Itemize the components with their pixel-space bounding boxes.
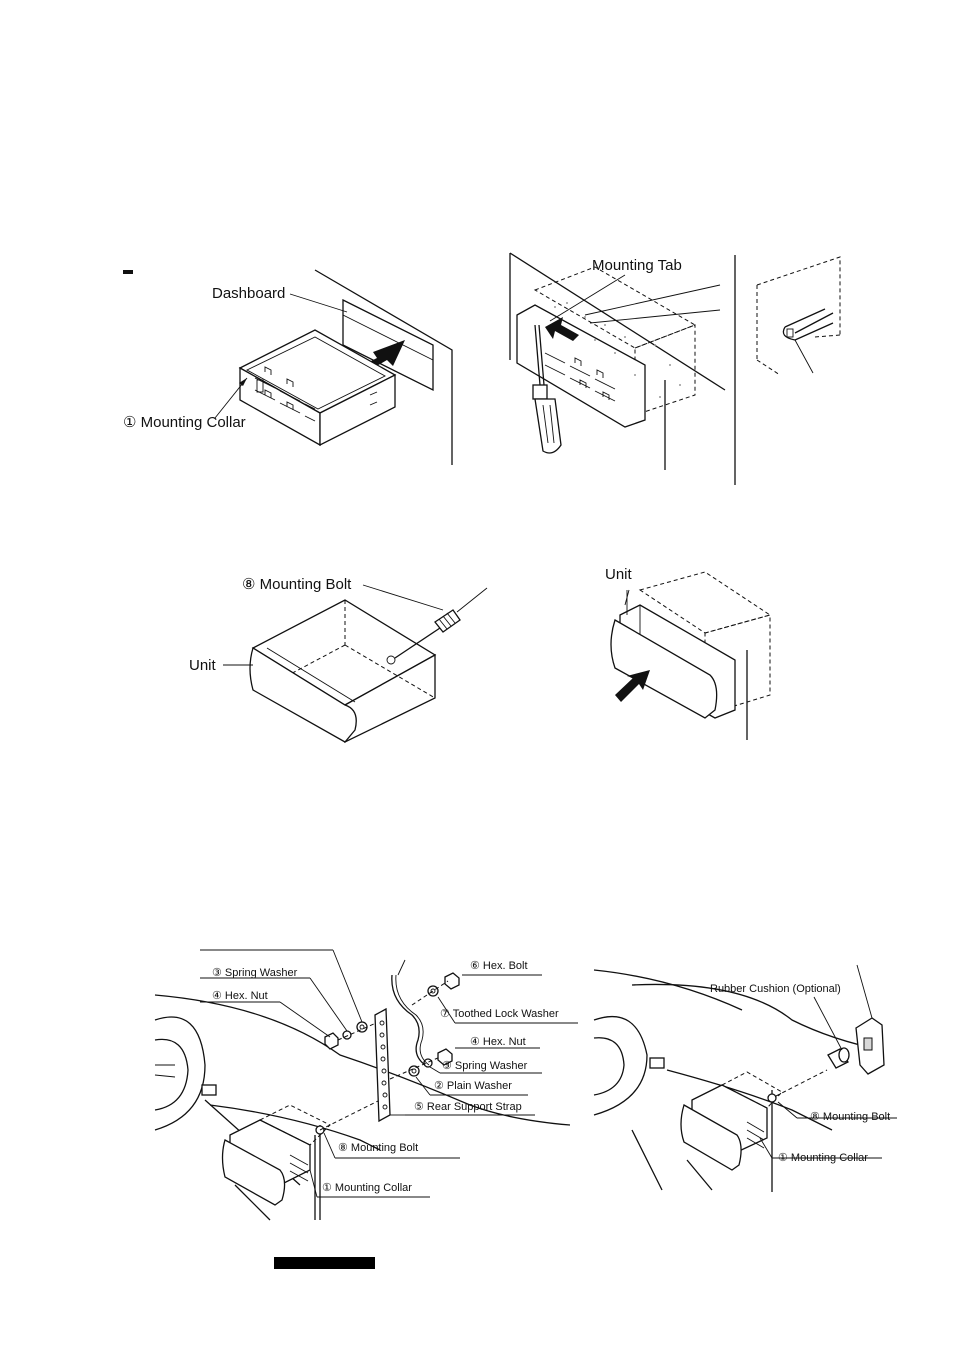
collar-dashboard-drawing <box>115 260 465 465</box>
unit-bolt-drawing <box>185 570 495 745</box>
figure-3-mounting-bolt: ⑧ Mounting Bolt Unit <box>185 570 495 745</box>
plain-washer-label: ② Plain Washer <box>434 1081 512 1092</box>
mounting-tab-label: Mounting Tab <box>592 258 682 273</box>
dashboard-label: Dashboard <box>212 286 285 301</box>
mounting-bolt-label-fig5: ⑧ Mounting Bolt <box>338 1143 418 1154</box>
unit-label: Unit <box>189 658 216 673</box>
hex-nut-right-label: ④ Hex. Nut <box>470 1037 526 1048</box>
figure-4-unit-insertion: Unit <box>585 560 775 745</box>
mounting-bolt-label: ⑧ Mounting Bolt <box>242 577 351 592</box>
figure-2-mounting-tab: Mounting Tab <box>495 245 850 490</box>
figure-5-rear-support: ③ Spring Washer ④ Hex. Nut ⑥ Hex. Bolt ⑦… <box>150 945 590 1225</box>
rubber-cushion-label: Rubber Cushion (Optional) <box>710 984 841 995</box>
mounting-collar-label-fig5: ① Mounting Collar <box>322 1183 412 1194</box>
figure-1-collar-installation: Dashboard ① Mounting Collar <box>115 260 465 465</box>
spring-washer-right-label: ③ Spring Washer <box>442 1061 527 1072</box>
figure-6-rubber-cushion: Rubber Cushion (Optional) ⑧ Mounting Bol… <box>592 960 902 1195</box>
spring-washer-top-label: ③ Spring Washer <box>212 968 297 979</box>
unit-label-fig4: Unit <box>605 567 632 582</box>
unit-insertion-drawing <box>585 560 775 745</box>
toothed-lock-washer-label: ⑦ Toothed Lock Washer <box>440 1009 559 1020</box>
mounting-tab-drawing <box>495 245 850 490</box>
hex-bolt-label: ⑥ Hex. Bolt <box>470 961 528 972</box>
rear-support-strap-label: ⑤ Rear Support Strap <box>414 1102 522 1113</box>
mounting-bolt-label-fig6: ⑧ Mounting Bolt <box>810 1112 890 1123</box>
redaction-bar <box>274 1257 375 1269</box>
mounting-collar-label: ① Mounting Collar <box>123 415 246 430</box>
mounting-collar-label-fig6: ① Mounting Collar <box>778 1153 868 1164</box>
hex-nut-top-label: ④ Hex. Nut <box>212 991 268 1002</box>
